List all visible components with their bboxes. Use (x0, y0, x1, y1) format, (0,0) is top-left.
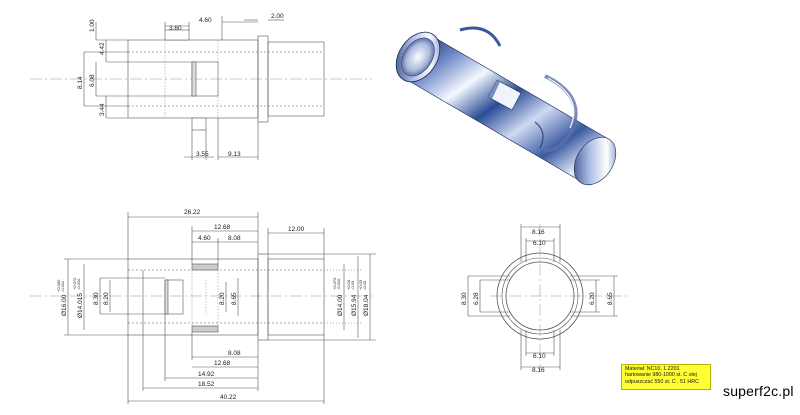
dim-label: 12.68 (214, 360, 231, 367)
bore-circle (505, 261, 575, 331)
outer-circle (496, 252, 584, 340)
dim-label: 4.60 (198, 235, 211, 242)
dim-label: 3.60 (169, 25, 182, 32)
dim-label: 8.08 (228, 235, 241, 242)
dim-label: 3.44 (99, 103, 106, 116)
dim-label: 6.10 (533, 240, 546, 247)
dim-label: 6.10 (533, 353, 546, 360)
dim-label: 3.55 (196, 151, 209, 158)
end-outline (267, 258, 325, 336)
top-view-dimensions: 3.60 4.60 2.00 3.55 9.13 1.00 4.42 8.14 … (77, 13, 284, 158)
shoulder-circle (501, 257, 579, 335)
material-note-line: Materiał: NC10, 1.2201 (625, 366, 680, 372)
side-view (467, 224, 630, 370)
dim-label: 4.60 (199, 17, 212, 24)
tolerance-lower: -0.011 (60, 280, 65, 292)
dim-label: Ø15.94 (351, 294, 358, 316)
side-view-dimensions: 8.16 6.10 6.10 8.16 8.30 6.28 6.20 8.65 (461, 229, 614, 374)
front-view (30, 212, 376, 404)
body-outline (127, 258, 259, 336)
brand-watermark: superf2c.pl (723, 383, 794, 399)
dim-label: 4.42 (99, 42, 106, 55)
dim-label: 8.20 (103, 292, 110, 305)
top-view (30, 16, 372, 160)
end-outline (267, 41, 325, 117)
dim-label: 12.68 (214, 224, 231, 231)
dim-label: Ø14.00 (337, 294, 344, 316)
dim-label: 6.28 (473, 292, 480, 305)
dim-label: 2.00 (271, 13, 284, 20)
tolerance-lower: -0.03 (350, 280, 355, 290)
dim-label: 6.20 (589, 292, 596, 305)
dim-label: 8.30 (461, 292, 468, 305)
tolerance-upper: +0.000 (56, 279, 61, 292)
dim-label: 8.20 (219, 292, 226, 305)
dim-label: 6.08 (89, 74, 96, 87)
dim-label: 40.22 (220, 394, 237, 401)
dim-label: Ø14.015 (77, 293, 84, 318)
dim-label: 1.00 (89, 19, 96, 32)
tolerance-lower: -0.010 (336, 278, 341, 290)
dim-label: 8.65 (607, 292, 614, 305)
dim-label: 12.00 (288, 226, 305, 233)
dim-label: 26.22 (184, 209, 201, 216)
tolerance-upper: +0.070 (332, 277, 337, 290)
tolerance-upper: +0.03 (358, 279, 363, 290)
dim-label: 8.16 (532, 229, 545, 236)
front-view-dimensions: 26.22 12.68 4.60 8.08 12.00 8.08 12.68 1… (56, 209, 370, 401)
dim-label: 18.52 (198, 381, 215, 388)
dim-label: 8.08 (228, 350, 241, 357)
dim-label: 14.92 (198, 371, 215, 378)
dim-label: 9.13 (228, 151, 241, 158)
dim-label: Ø18.04 (363, 294, 370, 316)
material-note: Materiał: NC10, 1.2201 hartowanie 980-10… (621, 364, 711, 390)
material-note-line: odpuszczać 550 st. C . 51 HRC (625, 378, 699, 385)
tolerance-lower: -0.03 (362, 280, 367, 290)
dim-label: 8.14 (77, 76, 84, 89)
tolerance-lower: -0.010 (76, 278, 81, 290)
tolerance-upper: +0.00 (346, 279, 351, 290)
material-note-line: hartowanie 980-1000 st. C olej (625, 372, 697, 379)
flange-outline (257, 253, 269, 341)
tolerance-upper: +0.070 (72, 277, 77, 290)
dim-label: 8.65 (231, 292, 238, 305)
dim-label: 8.16 (532, 367, 545, 374)
dim-label: 8.30 (93, 292, 100, 305)
dim-label: Ø16.00 (61, 294, 68, 316)
isometric-render (395, 26, 617, 186)
